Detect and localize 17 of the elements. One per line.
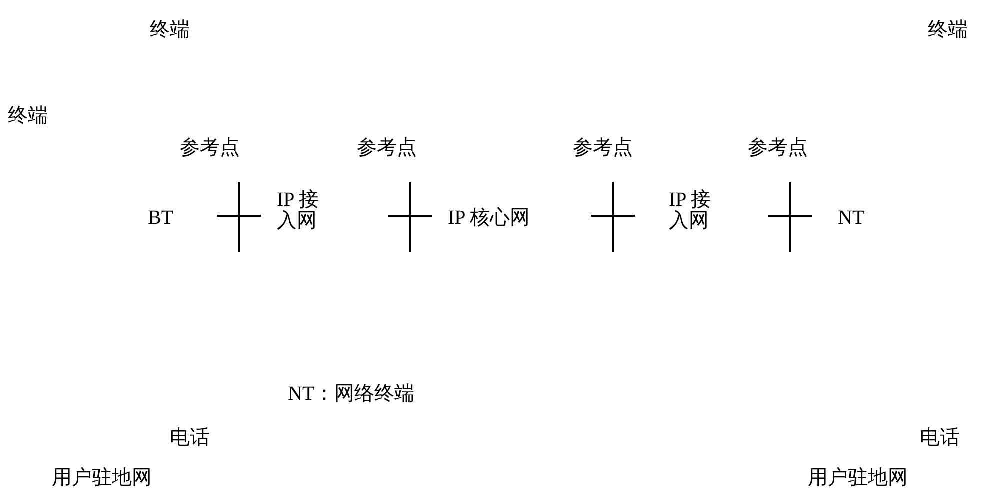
label-text: NT：网络终端 — [288, 384, 415, 405]
label-text: 参考点 — [573, 138, 633, 159]
label-text: 终端 — [150, 20, 190, 41]
label-text: IP 接入网 — [277, 190, 320, 232]
label-text: 参考点 — [748, 138, 808, 159]
label-text: 电话 — [170, 428, 210, 449]
label-text: 参考点 — [180, 138, 240, 159]
label-text: IP 核心网 — [448, 208, 530, 229]
label-text: 用户驻地网 — [808, 468, 908, 489]
label-text: 终端 — [8, 106, 48, 127]
label-text: IP 接入网 — [669, 190, 712, 232]
label-text: 电话 — [920, 428, 960, 449]
label-text: BT — [148, 208, 174, 229]
label-text: 终端 — [928, 20, 968, 41]
label-text: NT — [838, 208, 865, 229]
label-text: 参考点 — [357, 138, 417, 159]
label-text: 用户驻地网 — [52, 468, 152, 489]
